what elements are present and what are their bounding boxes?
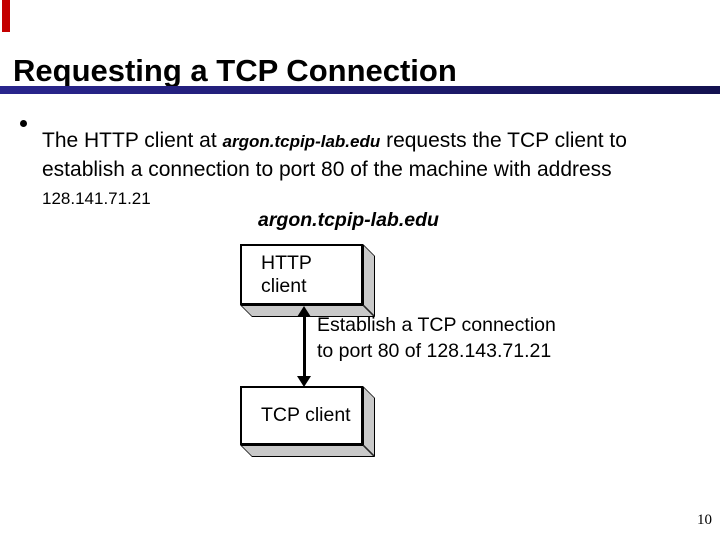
bullet-line1-pre: The HTTP client at xyxy=(42,129,223,152)
connection-arrow xyxy=(294,306,315,387)
http-client-box: HTTP client xyxy=(240,244,363,305)
bullet-hostname: argon.tcpip-lab.edu xyxy=(222,132,381,151)
arrow-shaft xyxy=(303,314,306,379)
arrowhead-up-icon xyxy=(297,306,311,317)
tcp-client-box: TCP client xyxy=(240,386,363,445)
arrowhead-down-icon xyxy=(297,376,311,387)
bullet-marker-icon xyxy=(20,120,27,127)
tcp-connection-diagram: argon.tcpip-lab.edu HTTP client Establis… xyxy=(0,200,720,470)
arrow-caption-line2: to port 80 of 128.143.71.21 xyxy=(317,340,552,362)
tcp-client-box-label: TCP client xyxy=(261,404,351,426)
bullet-line1-post: requests the TCP client to xyxy=(380,129,627,152)
accent-bar xyxy=(2,0,10,32)
slide-title: Requesting a TCP Connection xyxy=(13,52,457,88)
bullet-line2: establish a connection to port 80 of the… xyxy=(42,158,612,181)
host-label: argon.tcpip-lab.edu xyxy=(258,209,439,231)
bullet-ip-address: 128.141.71.21 xyxy=(42,189,151,208)
arrow-caption: Establish a TCP connection to port 80 of… xyxy=(317,312,556,364)
bullet-paragraph: The HTTP client at argon.tcpip-lab.edu r… xyxy=(42,127,710,213)
arrow-caption-line1: Establish a TCP connection xyxy=(317,314,556,336)
page-number: 10 xyxy=(697,512,712,528)
http-client-box-label: HTTP client xyxy=(261,251,312,297)
title-divider xyxy=(0,86,720,94)
